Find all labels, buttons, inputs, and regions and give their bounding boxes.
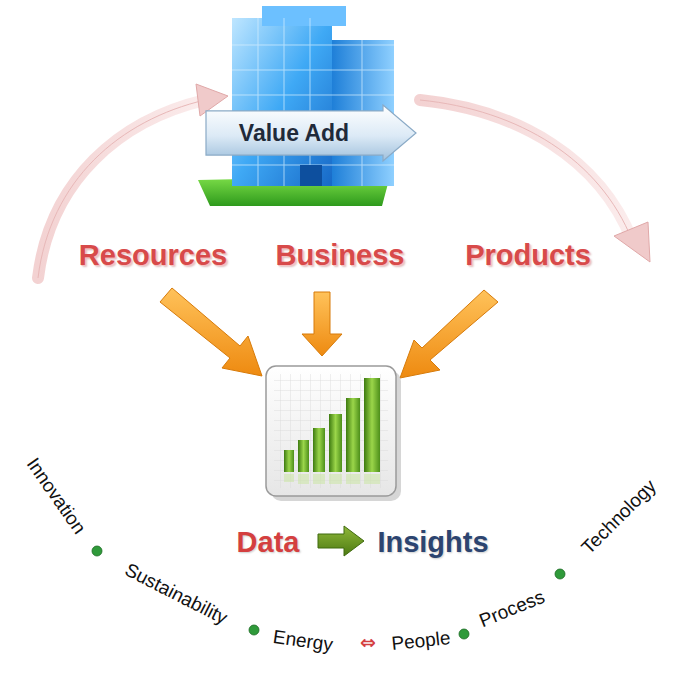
arc-word: Process	[476, 586, 548, 632]
arc-word: People	[390, 627, 451, 655]
arc-word: Innovation	[22, 454, 90, 538]
arrow-label: Value Add	[239, 120, 349, 147]
category-label: Business	[276, 239, 405, 272]
insights-label: Insights	[377, 526, 488, 559]
arc-word: Technology	[577, 475, 661, 559]
double-arrow-symbol: ⇔	[360, 631, 376, 653]
category-label: Resources	[79, 239, 227, 272]
arc-word: Sustainability	[121, 559, 231, 629]
arc-word: Energy	[272, 626, 335, 656]
data-label: Data	[237, 526, 300, 559]
category-label: Products	[465, 239, 591, 272]
value-arrow: Value Add	[205, 104, 417, 162]
